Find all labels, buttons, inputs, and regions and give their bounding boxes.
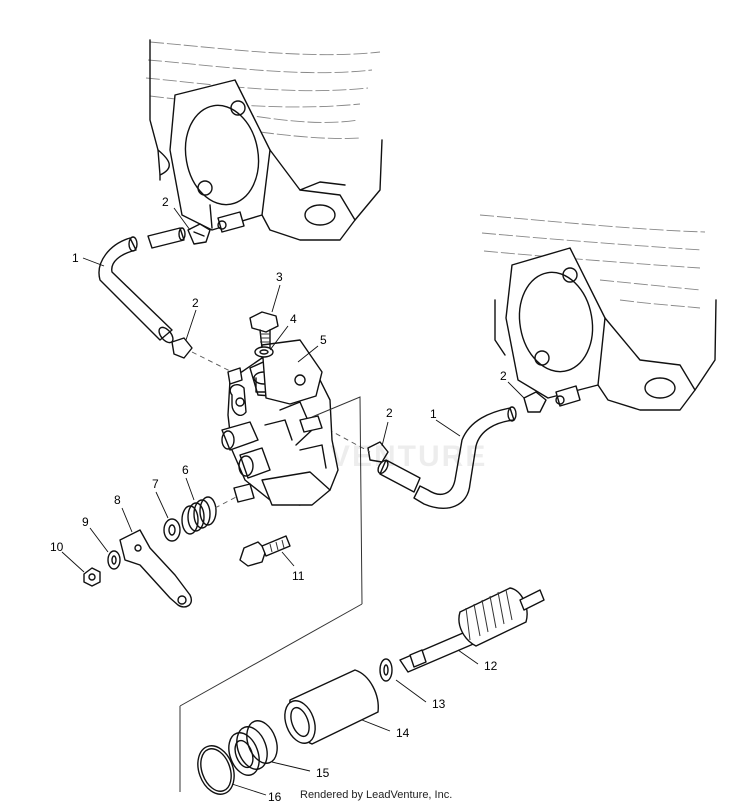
pump-cover-5: [261, 339, 323, 405]
washer-7: [163, 518, 181, 542]
control-lever-8: [119, 529, 192, 608]
watermark-text: VENTURE: [330, 440, 488, 473]
bushing-14: [284, 669, 379, 745]
assembly-bracket-lines: [179, 396, 363, 792]
oil-hose-1-right: [413, 406, 517, 509]
drive-gear-shaft-12: [399, 587, 545, 673]
engine-cylinder-right: [479, 214, 717, 411]
callout-16: 16: [268, 790, 282, 804]
callout-2-mid: 2: [192, 296, 199, 310]
callout-15: 15: [316, 766, 330, 780]
callout-8: 8: [114, 493, 121, 507]
washer-13: [379, 658, 393, 682]
hose-route-line: [191, 351, 233, 373]
callout-2-right-lower: 2: [386, 406, 393, 420]
cylinder-fitting-right: [555, 385, 581, 407]
hose-clamp-2-lower: [367, 441, 389, 463]
washer-4: [254, 346, 274, 358]
callout-6: 6: [182, 463, 189, 477]
rendered-by-footer: Rendered by LeadVenture, Inc.: [300, 789, 453, 801]
callout-leader-lines: [61, 207, 525, 796]
hose-clamp-2-right: [523, 391, 547, 413]
callout-12: 12: [484, 659, 498, 673]
cylinder-fitting-left: [217, 211, 245, 233]
o-ring-16: [197, 745, 235, 795]
callout-3: 3: [276, 270, 283, 284]
callout-10: 10: [50, 540, 64, 554]
callout-7: 7: [152, 477, 159, 491]
callout-2-top: 2: [162, 195, 169, 209]
callout-13: 13: [432, 697, 446, 711]
callout-2-right: 2: [500, 369, 507, 383]
callout-5: 5: [320, 333, 327, 347]
callout-11: 11: [292, 569, 305, 583]
nut-10: [83, 567, 101, 587]
bolt-11: [239, 535, 291, 567]
washer-9: [107, 550, 121, 570]
callout-labels: 1 2 2 3 4 5 6 7 8 9 10 11 2 1 2 12 13 14…: [50, 195, 507, 804]
callout-9: 9: [82, 515, 89, 529]
callout-1-right: 1: [430, 407, 437, 421]
hose-clamp-2-mid: [171, 337, 193, 359]
oil-seal-15: [228, 720, 278, 776]
short-hose-piece: [147, 227, 186, 249]
hose-clamp-2-top: [187, 223, 211, 245]
bolt-3: [249, 311, 279, 349]
short-hose-right: [377, 459, 421, 493]
oil-hose-1-left: [98, 236, 174, 344]
spring-6: [181, 495, 239, 535]
callout-14: 14: [396, 726, 410, 740]
callout-4: 4: [290, 312, 297, 326]
callout-1-left: 1: [72, 251, 79, 265]
engine-cylinder-left: [145, 39, 383, 241]
